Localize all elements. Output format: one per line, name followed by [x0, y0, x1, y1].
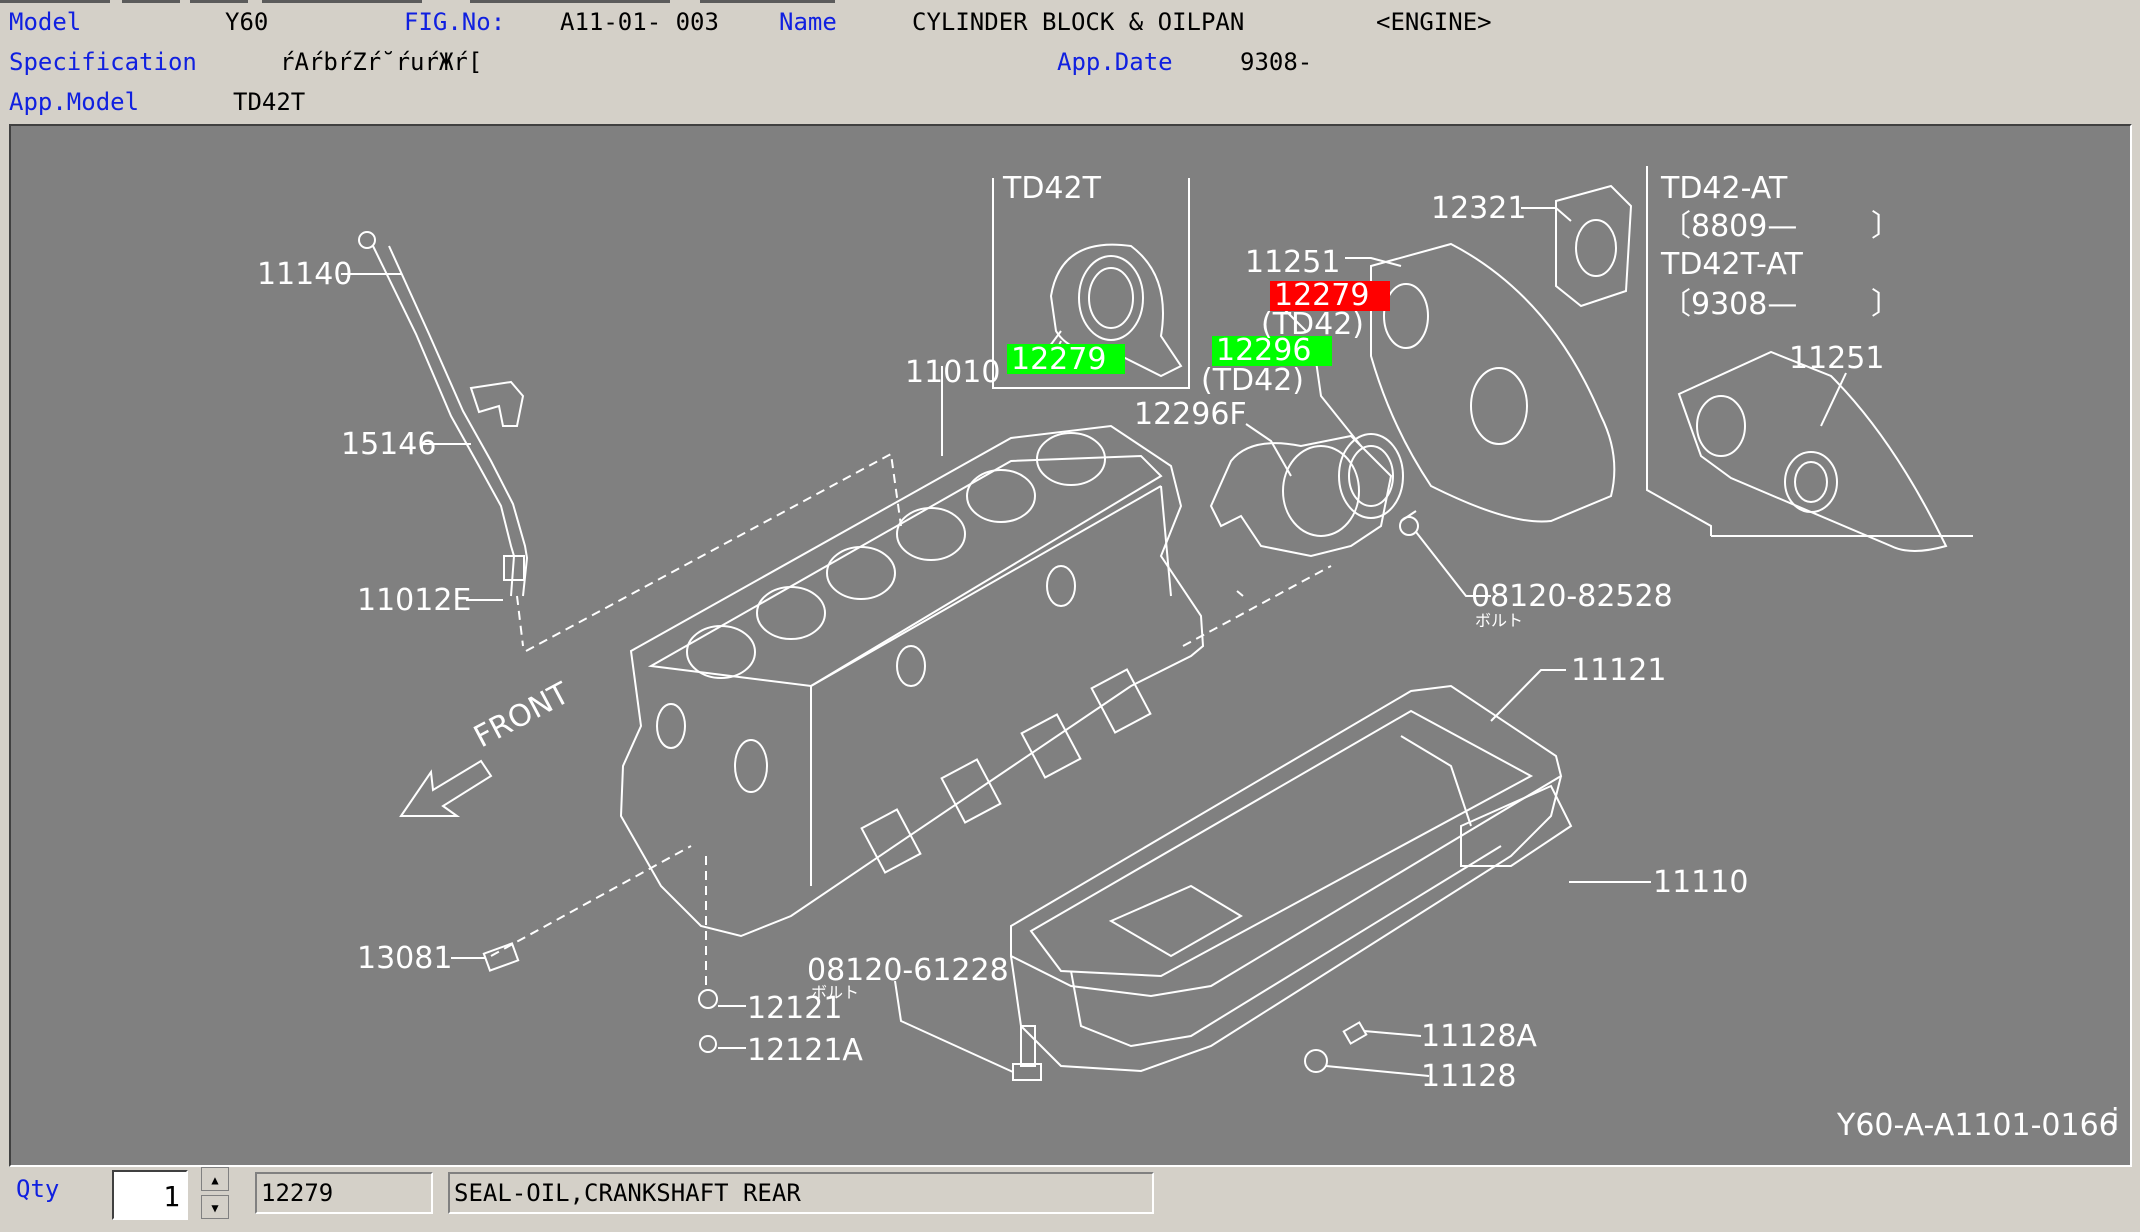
ref-12321: 12321 [1431, 191, 1526, 226]
ref-12279-td42: (TD42) [1261, 307, 1364, 342]
part-description-field[interactable]: SEAL-OIL,CRANKSHAFT REAR [448, 1172, 1154, 1214]
highlight-12279-selected[interactable] [1270, 281, 1390, 311]
ref-08120-82528-sub: ボルト [1475, 611, 1523, 630]
drain-plug-11128 [1304, 1021, 1430, 1077]
inset2-line2: 〔8809— [1661, 209, 1797, 244]
model-label: Model [9, 8, 82, 36]
ref-12279-selected[interactable]: 12279 [1274, 278, 1369, 313]
ref-12121: 12121 [747, 991, 842, 1026]
appdate-value: 9308- [1240, 48, 1313, 76]
ref-08120-82528: 08120-82528 [1471, 579, 1673, 614]
ref-08120-61228: 08120-61228 [807, 953, 1009, 988]
inset2-close1: 〕 [1871, 209, 1901, 244]
inset2-close2: 〕 [1871, 287, 1901, 322]
oil-pan [1010, 684, 1573, 1073]
appmodel-value: TD42T [233, 88, 306, 116]
inset2-line3: TD42T-AT [1660, 247, 1804, 282]
qty-input[interactable]: 1 [112, 1170, 188, 1220]
ref-08120-61228-sub: ボルト [811, 983, 859, 1002]
ref-11010: 11010 [905, 355, 1000, 390]
part-detail-bar: Qty [0, 1165, 2140, 1232]
toolbar-stub-5 [470, 0, 670, 3]
ref-12279-inset[interactable]: 12279 [1011, 342, 1106, 377]
ref-12296-td42: (TD42) [1201, 363, 1304, 398]
ref-11128: 11128 [1421, 1059, 1516, 1094]
fig-label: FIG.No: [404, 8, 506, 36]
part-number-field[interactable]: 12279 [255, 1172, 433, 1214]
qty-down-button[interactable]: ▼ [201, 1195, 229, 1219]
drain-cock-12121 [698, 989, 746, 1053]
appmodel-label: App.Model [9, 88, 140, 116]
appdate-label: App.Date [1057, 48, 1173, 76]
ref-11128a: 11128A [1421, 1019, 1537, 1054]
ref-11251-b: 11251 [1789, 341, 1884, 376]
name-label: Name [779, 8, 837, 36]
highlight-12279-inset[interactable] [1007, 344, 1125, 374]
reference-labels: 11140 15146 11012E 13081 12121 12121A 11… [257, 191, 1884, 1094]
toolbar-stub-4 [262, 0, 422, 3]
arrow-up-icon: ▲ [211, 1173, 219, 1187]
corner-mark: i [2111, 1103, 2119, 1138]
exploded-parts-diagram[interactable]: TD42T TD42-AT 〔8809— 〕 TD42T-AT 〔9308— 〕 [11, 126, 2128, 1163]
name-value: CYLINDER BLOCK & OILPAN [912, 8, 1245, 36]
toolbar-stub-2 [122, 0, 180, 3]
qty-label: Qty [16, 1175, 60, 1203]
highlight-12296[interactable] [1212, 336, 1332, 366]
inset1-title: TD42T [1002, 171, 1102, 206]
illustration-code: Y60-A-A1101-0166 [1836, 1108, 2118, 1143]
parts-diagram-viewer[interactable]: TD42T TD42-AT 〔8809— 〕 TD42T-AT 〔9308— 〕 [9, 124, 2132, 1167]
inset-td42-at: TD42-AT 〔8809— 〕 TD42T-AT 〔9308— 〕 [1646, 166, 1973, 552]
ref-11121: 11121 [1571, 653, 1666, 688]
spec-value: ŕAŕbŕZŕ˘ŕuŕЖŕ[ [280, 48, 483, 76]
front-label: FRONT [468, 676, 576, 755]
inset2-line1: TD42-AT [1660, 171, 1788, 206]
qty-up-button[interactable]: ▲ [201, 1167, 229, 1191]
ref-11110: 11110 [1653, 865, 1748, 900]
model-value: Y60 [225, 8, 269, 36]
ref-12296[interactable]: 12296 [1216, 333, 1311, 368]
drive-plate [1370, 184, 1633, 523]
toolbar-stub-3 [190, 0, 248, 3]
name-group: <ENGINE> [1376, 8, 1492, 36]
dipstick [358, 231, 529, 647]
leader-lines [341, 207, 1847, 883]
ref-12121a: 12121A [747, 1033, 863, 1068]
spec-label: Specification [9, 48, 197, 76]
ref-11251: 11251 [1245, 245, 1340, 280]
ref-15146: 15146 [341, 427, 436, 462]
arrow-down-icon: ▼ [211, 1201, 219, 1215]
inset-td42t: TD42T [992, 171, 1190, 389]
toolbar-stub-6 [700, 0, 835, 3]
bolt-08120-82528 [1399, 516, 1491, 597]
front-arrow: FRONT [399, 676, 576, 817]
ref-12296f: 12296F [1134, 397, 1247, 432]
plug-13081 [451, 942, 520, 972]
toolbar-stub-1 [0, 0, 110, 3]
fig-value: A11-01- 003 [560, 8, 719, 36]
rear-seal-retainer [1209, 433, 1417, 558]
ref-11140: 11140 [257, 257, 352, 292]
bolt-08120-61228 [894, 980, 1042, 1081]
inset2-line4: 〔9308— [1661, 287, 1797, 322]
ref-11012e: 11012E [357, 583, 471, 618]
cylinder-bores [686, 432, 1106, 679]
ref-13081: 13081 [357, 941, 452, 976]
cylinder-block [619, 424, 1205, 938]
